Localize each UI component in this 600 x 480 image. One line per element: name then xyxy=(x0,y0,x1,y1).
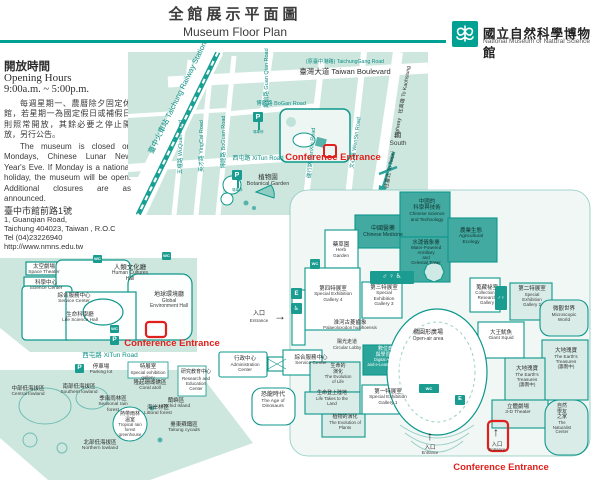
restroom-icon-gallery4: WC xyxy=(310,259,320,269)
road-guanqian: 館前路 Guan Qian Road xyxy=(263,48,270,108)
header-divider xyxy=(0,40,446,43)
website-url: http://www.nmns.edu.tw xyxy=(4,242,84,251)
road-wuquan: 五權路 WuQuan Road xyxy=(177,119,184,175)
page-title-en: Museum Floor Plan xyxy=(182,25,288,39)
entrance-arrow-west: → xyxy=(274,309,286,323)
museum-name-zh: 國立自然科學博物館 xyxy=(483,27,592,60)
restroom-icon-main-strip: ♂ ♀ ♿ xyxy=(370,271,414,284)
museum-logo-icon xyxy=(452,21,478,47)
opening-hours-time: 9:00a.m. ~ 5:00p.m. xyxy=(4,84,90,95)
elevator-icon-gallery1: E xyxy=(455,395,465,405)
museum-name-en: National Museum of Natural Science xyxy=(483,38,591,45)
restroom-icon-west-2: WC xyxy=(162,252,171,260)
cafe-icon-gallery1: WC xyxy=(419,384,439,393)
road-xitun-west: 西屯路 XiTun Road xyxy=(82,352,138,359)
opening-hours-title-en: Opening Hours xyxy=(4,72,72,84)
road-xitun-streetmap: 西屯路 XiTun Road xyxy=(232,156,284,162)
address-phone: Tel (04)23226940 xyxy=(4,233,63,242)
address-line-1: 1, Guanqian Road, xyxy=(4,215,67,224)
opening-hours-title-zh: 開放時間 xyxy=(4,61,50,73)
page-title: 全館展示平面圖 Museum Floor Plan xyxy=(150,3,320,39)
street-map xyxy=(128,52,428,215)
road-taiwan-boulevard: 臺灣大道 Taiwan Boulevard xyxy=(299,67,391,76)
road-yingcai: 英才路 YingCai Road xyxy=(198,120,205,172)
address-line-2: Taichung 404023, Taiwan , R.O.C xyxy=(4,224,116,233)
road-boguan-vertical: 博館路 BoGuan Road xyxy=(220,115,227,169)
restroom-icon-west-3: WC xyxy=(110,325,119,333)
address-zh: 臺中市館前路1號 xyxy=(4,206,73,216)
road-taichunggang: (原臺中港路) TaichungGang Road xyxy=(305,59,385,65)
restroom-icon-west-1: WC xyxy=(93,255,102,263)
closure-notice-en: The museum is closed on Mondays, Chinese… xyxy=(4,142,131,203)
conference-entrance-west: Conference Entrance xyxy=(124,338,220,349)
parking-icon-west-building: P xyxy=(110,336,119,345)
elevator-icon-west-wing: E xyxy=(291,288,302,299)
parking-icon-west-lot: P xyxy=(75,364,84,373)
entrance-arrow-conference: ↑ xyxy=(493,425,499,439)
restroom-icon-gallery2: ♂♀ xyxy=(495,286,507,310)
entrance-arrow-south: ↑ xyxy=(427,429,433,443)
closure-notice-zh: 每週星期一、農曆除夕固定休館，若星期一為國定假日或補假日則照常開放，其餘必要之停… xyxy=(4,99,131,140)
conference-entrance-main: Conference Entrance xyxy=(453,462,549,473)
main-plan xyxy=(218,189,591,457)
west-plan xyxy=(0,258,253,480)
page-title-zh: 全館展示平面圖 xyxy=(168,6,302,23)
accessible-icon-west-wing: ♿ xyxy=(291,303,302,314)
conference-entrance-streetmap: Conference Entrance xyxy=(285,152,381,163)
road-bogan: 博館路 BoGan Road xyxy=(256,101,306,107)
